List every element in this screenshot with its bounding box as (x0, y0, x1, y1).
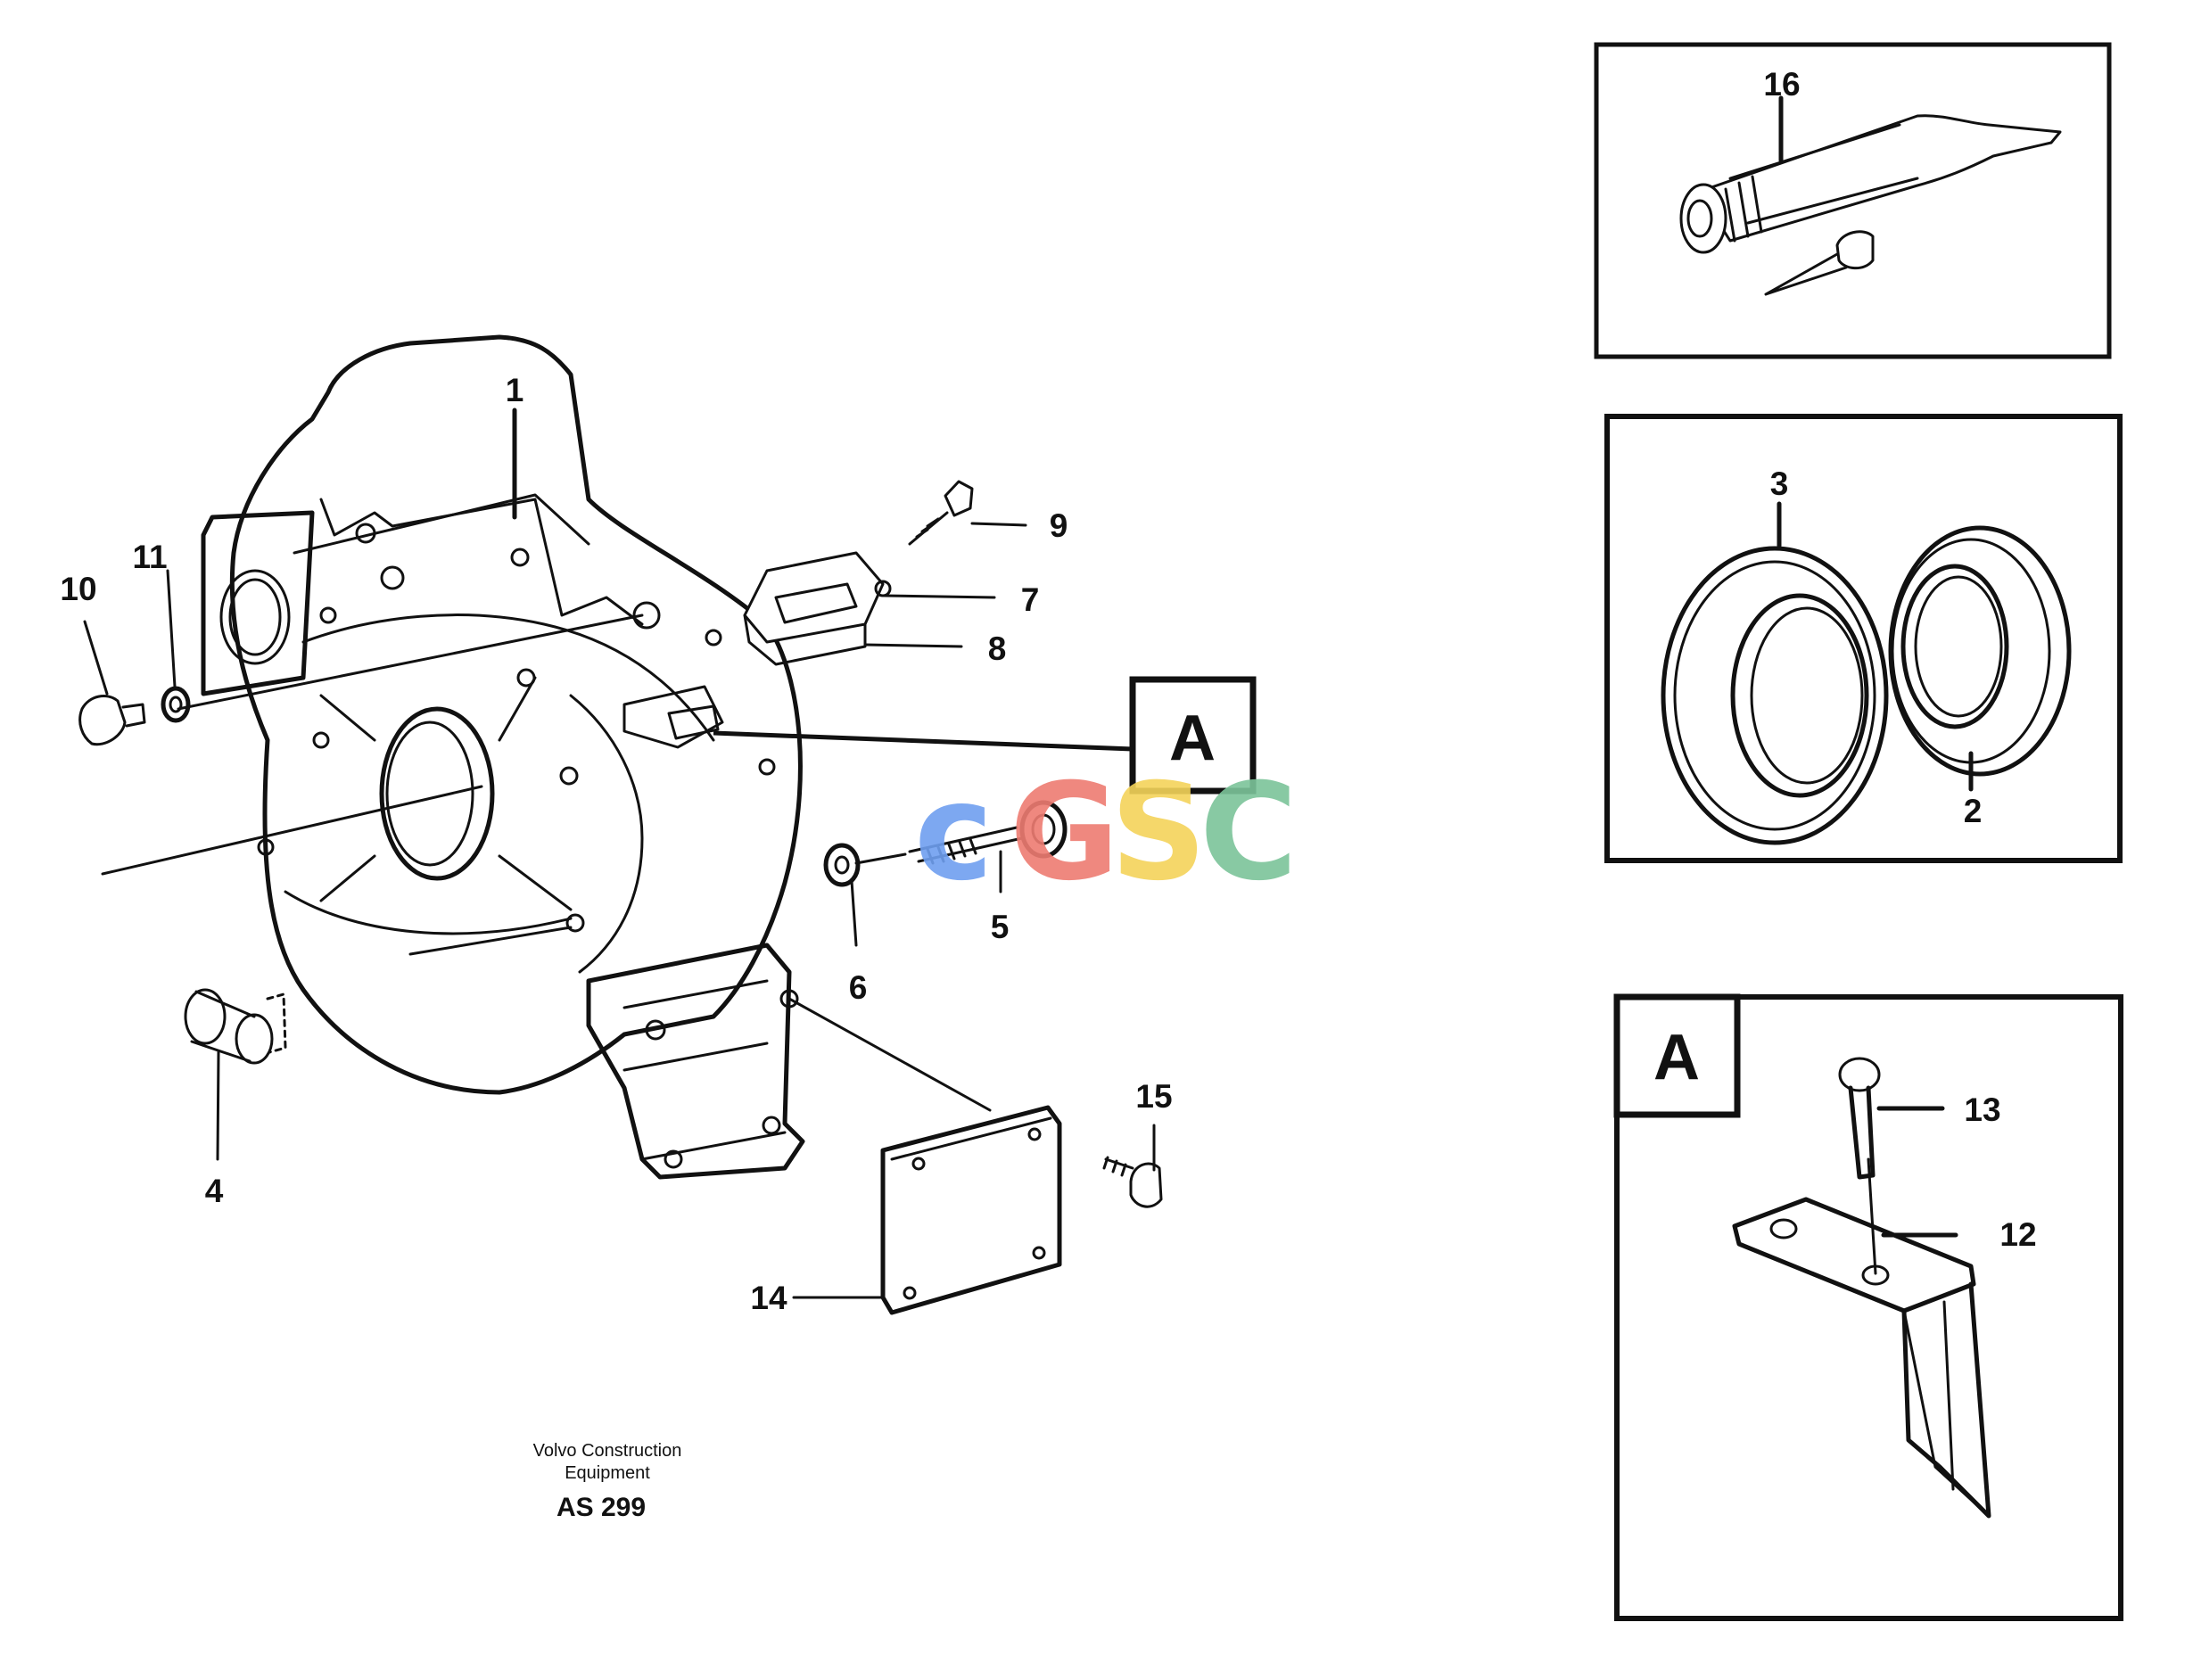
callout-3: 3 (1770, 465, 1789, 502)
callout-16: 16 (1763, 66, 1800, 103)
panel-seals: 3 2 (1604, 414, 2123, 863)
watermark-letter-4: C (1200, 755, 1298, 910)
sensor-cover-icon (743, 551, 892, 666)
callouts: 1 9 7 8 11 10 5 6 4 15 14 (60, 372, 1172, 1316)
detail-panel-label: A (1653, 1022, 1700, 1093)
watermark-letter-2: G (1010, 755, 1119, 910)
callout-5: 5 (991, 909, 1010, 945)
callout-2: 2 (1964, 793, 1983, 829)
caption-line-2: Equipment (565, 1463, 650, 1483)
callout-4: 4 (205, 1173, 224, 1209)
caption-code: AS 299 (556, 1493, 646, 1522)
cover-plate-icon (880, 1105, 1163, 1315)
watermark-logo: c G S C (914, 755, 1298, 910)
watermark-letter-3: S (1110, 755, 1207, 910)
caption: Volvo Construction Equipment AS 299 (533, 1441, 682, 1522)
callout-15: 15 (1135, 1078, 1172, 1115)
callout-13: 13 (1964, 1091, 2000, 1128)
callout-6: 6 (849, 969, 868, 1006)
detail-a-marker: A (713, 676, 1257, 795)
plug-icon (78, 686, 191, 746)
panel-detail-a: A 13 12 (1613, 993, 2123, 1621)
dowel-pin-icon (184, 988, 287, 1065)
caption-line-1: Volvo Construction (533, 1441, 682, 1461)
callout-10: 10 (60, 571, 96, 607)
callout-1: 1 (506, 372, 524, 408)
bolt-icon (908, 480, 974, 546)
callout-12: 12 (1999, 1216, 2036, 1253)
callout-7: 7 (1021, 581, 1040, 618)
detail-a-label: A (1169, 703, 1216, 774)
callout-11: 11 (132, 539, 167, 575)
flywheel-housing (101, 334, 992, 1180)
screw-icon (823, 800, 1068, 887)
callout-14: 14 (750, 1280, 787, 1316)
callout-8: 8 (988, 630, 1007, 667)
panel-sealant: 16 (1594, 42, 2112, 359)
callout-9: 9 (1050, 507, 1068, 544)
watermark-letter-1: c (914, 755, 993, 910)
